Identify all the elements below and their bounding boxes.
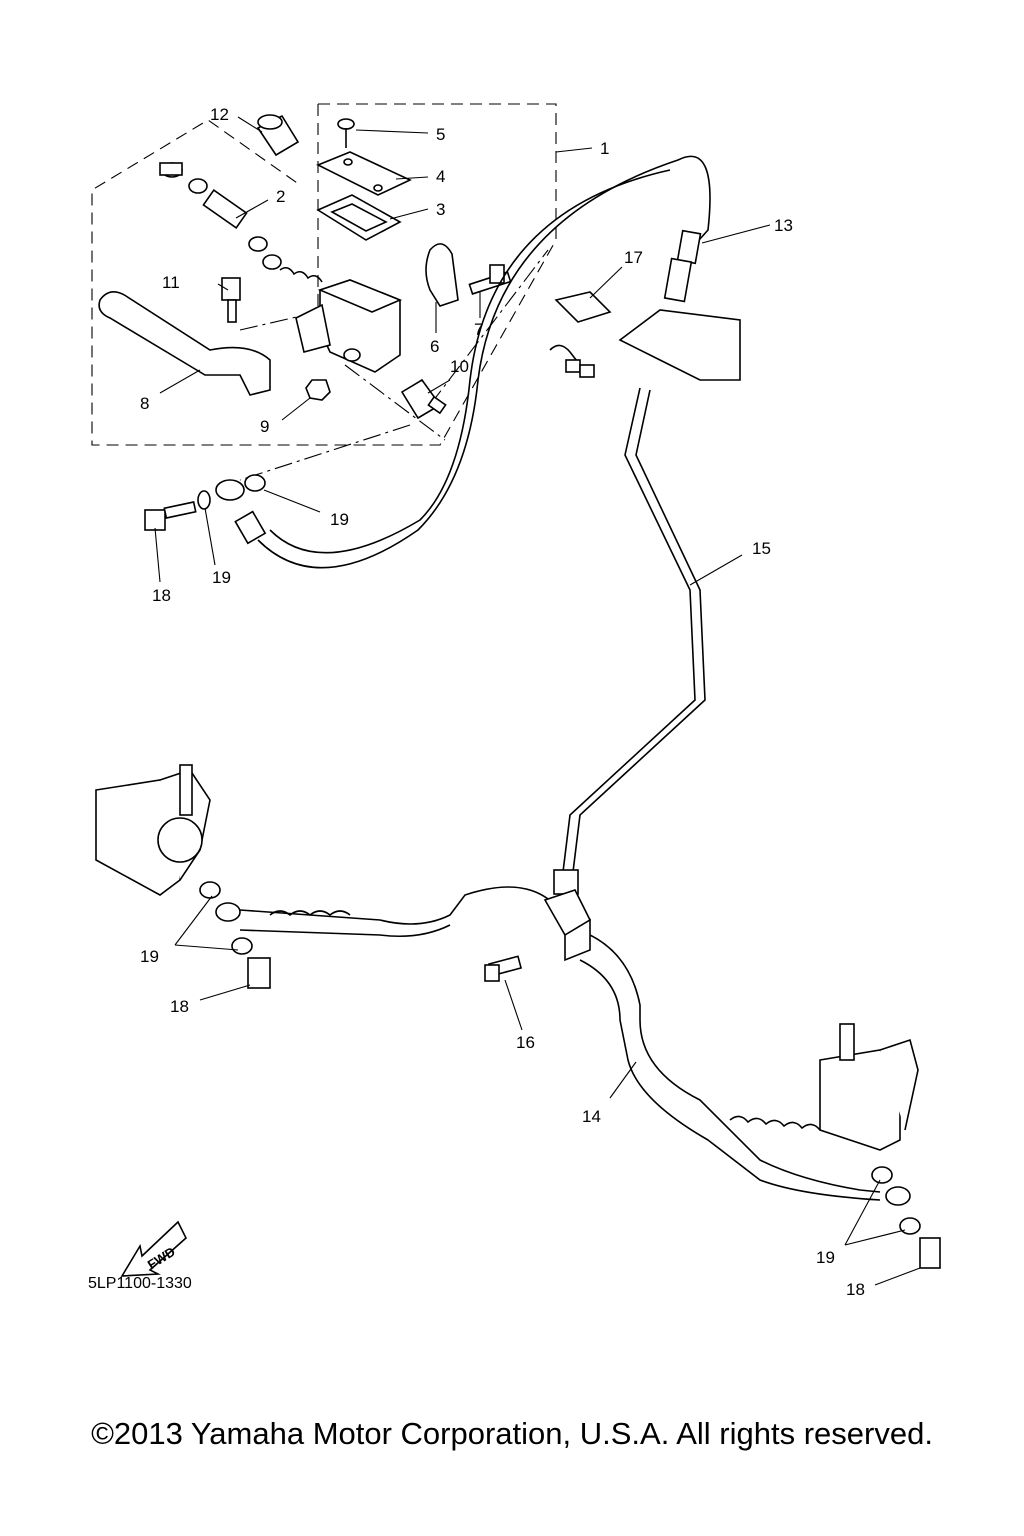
callout-7: 7 — [474, 320, 483, 339]
callout-4: 4 — [436, 167, 445, 186]
callout-19c: 19 — [140, 947, 159, 966]
left-caliper — [95, 764, 271, 989]
master-cylinder — [295, 279, 403, 373]
cap-screw — [337, 118, 355, 148]
callout-17: 17 — [624, 248, 643, 267]
callout-11: 11 — [162, 273, 180, 292]
diagram-code: 5LP1100-1330 — [88, 1275, 192, 1292]
right-brake-hose — [589, 934, 881, 1193]
upper-brake-hose — [257, 155, 711, 569]
right-caliper — [819, 1023, 941, 1269]
callout-16: 16 — [516, 1033, 535, 1052]
callout-3: 3 — [436, 200, 445, 219]
bolt-7 — [468, 264, 512, 295]
callouts: 1 2 3 4 5 6 7 8 9 10 11 12 13 14 15 16 1… — [140, 105, 865, 1299]
copyright-notice: ©2013 Yamaha Motor Corporation, U.S.A. A… — [91, 1416, 933, 1451]
upper-brake-hose-inner — [269, 169, 671, 554]
callout-19b: 19 — [212, 568, 231, 587]
callout-8: 8 — [140, 394, 149, 413]
callout-1: 1 — [600, 139, 609, 158]
switch-10 — [400, 378, 447, 420]
callout-18a: 18 — [152, 586, 171, 605]
callout-14: 14 — [582, 1107, 601, 1126]
callout-13: 13 — [774, 216, 793, 235]
callout-6: 6 — [430, 337, 439, 356]
callout-10: 10 — [450, 357, 469, 376]
forward-arrow: FWD — [120, 1220, 187, 1277]
left-brake-hose — [239, 886, 556, 925]
banjo-upper — [144, 474, 267, 545]
leader-lines — [154, 116, 921, 1286]
connector-17 — [554, 291, 612, 323]
nut-9 — [305, 379, 331, 401]
callout-5: 5 — [436, 125, 445, 144]
frame-bracket — [618, 229, 741, 381]
reservoir-cap — [316, 151, 412, 196]
brake-lever — [98, 291, 271, 396]
callout-19d: 19 — [816, 1248, 835, 1267]
pivot-bolt-11 — [221, 277, 241, 323]
bracket-6 — [425, 243, 459, 307]
diaphragm — [316, 194, 402, 241]
callout-2: 2 — [276, 187, 285, 206]
callout-12: 12 — [210, 105, 229, 124]
callout-18c: 18 — [846, 1280, 865, 1299]
brake-pipe — [561, 387, 696, 881]
callout-18b: 18 — [170, 997, 189, 1016]
callout-9: 9 — [260, 417, 269, 436]
callout-19a: 19 — [330, 510, 349, 529]
piston-kit — [159, 162, 323, 283]
callout-15: 15 — [752, 539, 771, 558]
three-way-joint — [484, 889, 592, 982]
boot-12 — [256, 114, 300, 157]
